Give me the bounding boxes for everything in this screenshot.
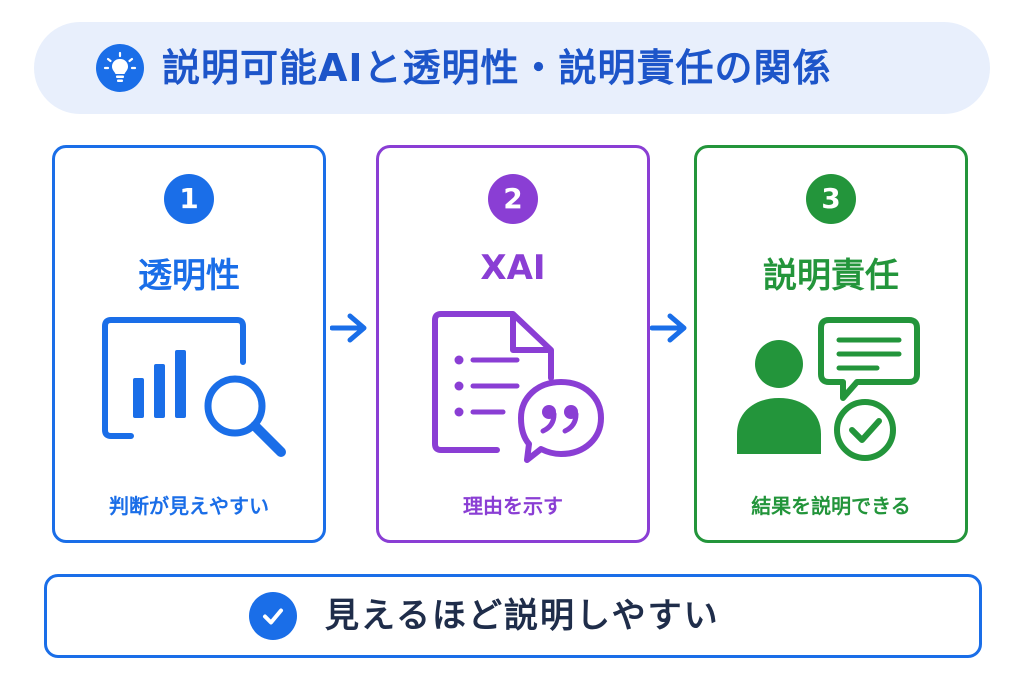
document-quote-icon [432, 311, 604, 463]
arrow-right-icon [650, 313, 687, 343]
summary-banner: 見えるほど説明しやすい [44, 574, 982, 658]
step-number-badge: 3 [806, 174, 856, 224]
step-caption: 結果を説明できる [751, 494, 911, 518]
step-card-transparency: 1 透明性 判断が見えやすい [52, 145, 326, 543]
person-speech-check-icon [737, 317, 920, 461]
step-number-badge: 1 [164, 174, 214, 224]
step-title: 説明責任 [763, 256, 899, 296]
arrow-right-icon [330, 313, 367, 343]
step-card-xai: 2 XAI 理由を示す [376, 145, 650, 543]
chart-magnifier-icon [102, 317, 286, 457]
step-caption: 判断が見えやすい [109, 494, 269, 518]
step-number-badge: 2 [488, 174, 538, 224]
title-banner: 説明可能AIと透明性・説明責任の関係 [34, 22, 990, 114]
step-title: XAI [480, 248, 546, 288]
step-card-accountability: 3 説明責任 結果を説明できる [694, 145, 968, 543]
lightbulb-icon [96, 44, 144, 92]
step-caption: 理由を示す [463, 494, 563, 518]
step-title: 透明性 [138, 256, 240, 296]
check-circle-icon [249, 592, 297, 640]
summary-text: 見えるほど説明しやすい [325, 596, 720, 636]
page-title: 説明可能AIと透明性・説明責任の関係 [162, 46, 832, 90]
